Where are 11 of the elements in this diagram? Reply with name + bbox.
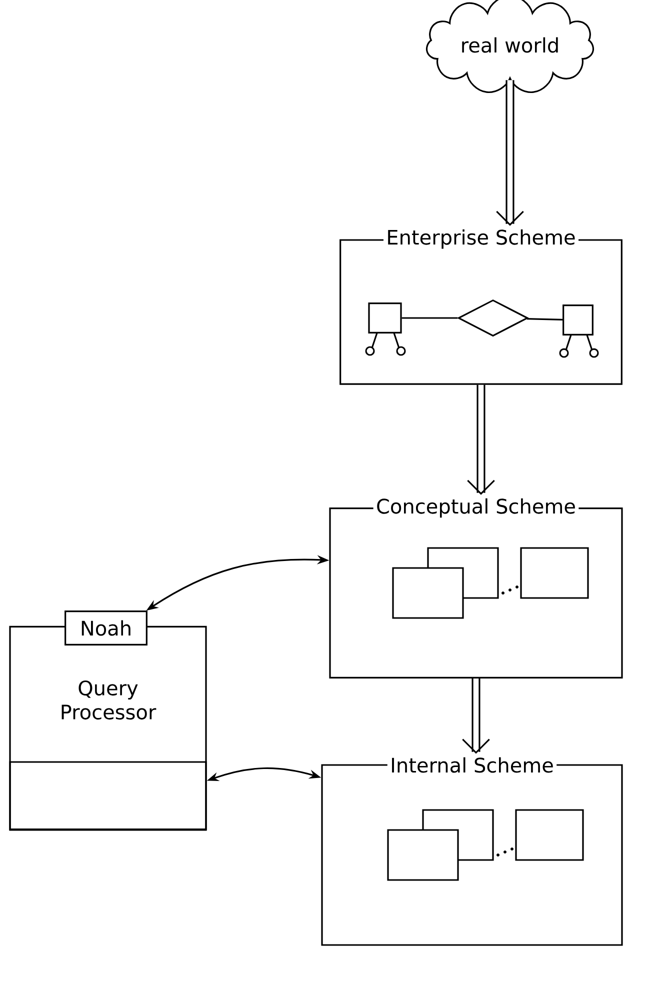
double-arrow [467,384,495,495]
scheme-box: Enterprise Scheme [340,226,622,385]
entity-box [368,302,402,334]
cloud: real world [426,0,594,94]
connector-line [526,318,563,320]
section-box [9,761,207,831]
label-box: Noah [64,610,148,646]
connector-line [402,317,458,319]
double-arrow [462,678,490,754]
entity-box [562,304,594,336]
double-arrow [496,80,524,226]
